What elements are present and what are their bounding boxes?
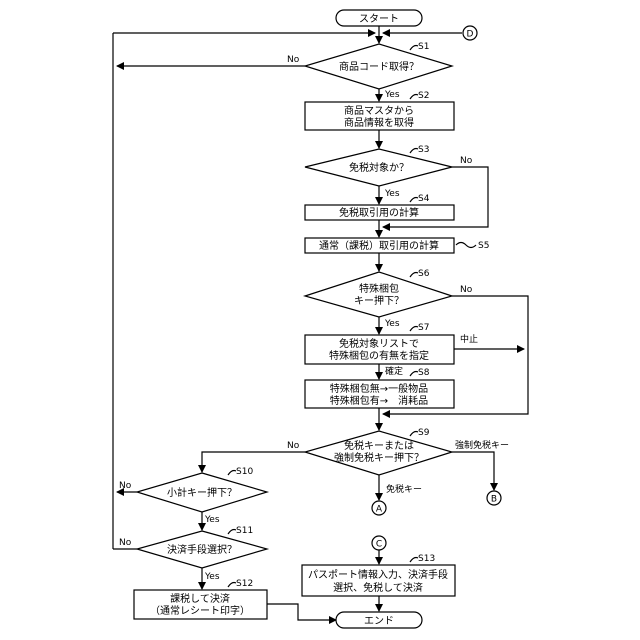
svg-text:選択、免税して決済: 選択、免税して決済: [333, 581, 423, 594]
end-label: エンド: [364, 616, 394, 627]
s10-no-label: No: [119, 481, 132, 491]
start-label: スタート: [359, 13, 399, 25]
step-s1-decision: 商品コード取得？ S1: [305, 42, 452, 89]
s1-no-label: No: [287, 55, 300, 65]
svg-text:パスポート情報入力、決済手段: パスポート情報入力、決済手段: [308, 568, 448, 581]
s7-confirm-label: 確定: [385, 365, 403, 377]
svg-text:免税キーまたは: 免税キーまたは: [344, 439, 414, 452]
step-id: S12: [236, 579, 253, 589]
s11-no-label: No: [119, 538, 132, 548]
step-s9-decision: 免税キーまたは 強制免税キー押下？ S9: [305, 428, 452, 475]
step-s5-process: 通常（課税）取引用の計算 S5: [305, 238, 489, 253]
s9-force-label: 強制免税キー: [455, 439, 509, 451]
start-terminal: スタート: [336, 10, 422, 26]
step-id: S5: [478, 241, 489, 251]
step-s3-decision: 免税対象か？ S3: [305, 145, 452, 186]
connector-c: C: [372, 536, 386, 550]
s3-yes-label: Yes: [384, 189, 400, 199]
step-id: S3: [418, 145, 429, 155]
step-id: S8: [418, 368, 430, 378]
connector-a: A: [372, 501, 386, 515]
s3-no-label: No: [460, 156, 473, 166]
step-id: S10: [236, 467, 253, 477]
s9-no-label: No: [287, 441, 300, 451]
connector-b: B: [487, 491, 501, 505]
svg-text:特殊梱包: 特殊梱包: [359, 282, 399, 295]
s10-yes-label: Yes: [204, 515, 220, 525]
step-id: S9: [418, 428, 430, 438]
svg-text:D: D: [467, 30, 474, 40]
svg-text:商品コード取得？: 商品コード取得？: [339, 60, 419, 73]
svg-text:A: A: [376, 505, 383, 515]
svg-text:B: B: [491, 495, 497, 505]
step-id: S1: [418, 42, 429, 52]
connector-d: D: [463, 26, 477, 40]
step-s10-decision: 小計キー押下？ S10: [137, 467, 267, 512]
svg-text:（通常レシート印字）: （通常レシート印字）: [150, 604, 250, 617]
end-terminal: エンド: [336, 612, 422, 628]
step-s11-decision: 決済手段選択？ S11: [137, 526, 267, 568]
svg-text:決済手段選択？: 決済手段選択？: [167, 543, 237, 556]
svg-text:免税対象リストで: 免税対象リストで: [339, 337, 419, 350]
svg-text:商品情報を取得: 商品情報を取得: [344, 116, 414, 129]
step-id: S4: [418, 194, 430, 204]
svg-text:特殊梱包無→一般物品: 特殊梱包無→一般物品: [330, 382, 428, 395]
svg-text:課税して決済: 課税して決済: [170, 592, 230, 605]
svg-text:キー押下？: キー押下？: [354, 294, 404, 307]
s6-yes-label: Yes: [384, 319, 400, 329]
svg-text:強制免税キー押下？: 強制免税キー押下？: [334, 451, 424, 464]
svg-text:特殊梱包有→ 消耗品: 特殊梱包有→ 消耗品: [330, 394, 428, 407]
svg-text:通常（課税）取引用の計算: 通常（課税）取引用の計算: [319, 239, 439, 252]
svg-text:C: C: [376, 540, 382, 550]
s11-yes-label: Yes: [204, 572, 220, 582]
s9-tax-label: 免税キー: [386, 483, 422, 495]
step-s6-decision: 特殊梱包 キー押下？ S6: [305, 269, 452, 317]
s7-cancel-label: 中止: [460, 333, 478, 345]
s1-yes-label: Yes: [384, 90, 400, 100]
step-id: S2: [418, 91, 429, 101]
step-id: S13: [418, 554, 435, 564]
svg-text:免税取引用の計算: 免税取引用の計算: [339, 206, 419, 219]
step-id: S11: [236, 526, 253, 536]
svg-text:免税対象か？: 免税対象か？: [349, 161, 409, 174]
svg-text:小計キー押下？: 小計キー押下？: [167, 486, 237, 499]
svg-text:特殊梱包の有無を指定: 特殊梱包の有無を指定: [329, 349, 429, 362]
step-id: S6: [418, 269, 430, 279]
step-id: S7: [418, 323, 429, 333]
s6-no-label: No: [460, 285, 473, 295]
svg-text:商品マスタから: 商品マスタから: [344, 104, 414, 117]
step-s12-process: 課税して決済 （通常レシート印字） S12: [134, 579, 267, 619]
